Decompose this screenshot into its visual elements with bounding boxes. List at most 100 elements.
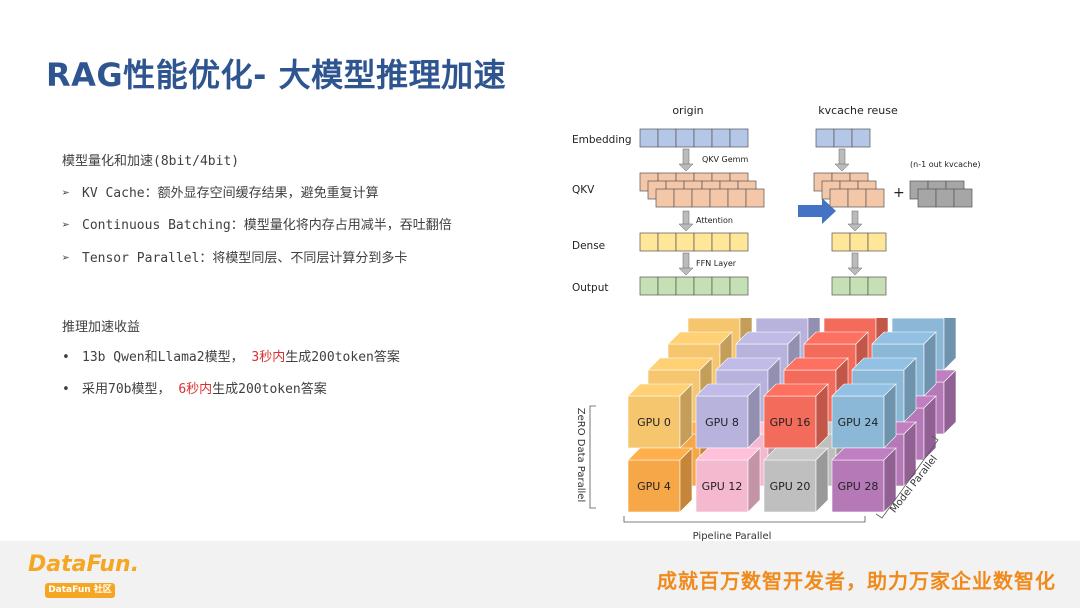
embedding-cell — [833, 128, 853, 148]
qkv-cell — [865, 188, 885, 208]
kvcache-cell — [917, 188, 937, 208]
gpu-block-side — [679, 447, 693, 513]
note-label: (n-1 out kvcache) — [910, 160, 981, 169]
arrow-label-attention: Attention — [696, 216, 733, 225]
kvcache-cell — [953, 188, 973, 208]
down-arrow-icon — [682, 148, 690, 166]
gpu-block-side — [923, 395, 937, 461]
arrow-bullet-icon: ➢ — [62, 218, 70, 233]
arrow-label-ffn: FFN Layer — [696, 259, 737, 268]
datafun-logo: DataFun. — [28, 552, 140, 577]
footer-bar — [0, 541, 1080, 608]
list-item-post: 生成200token答案 — [212, 382, 327, 397]
qkv-cell — [829, 188, 849, 208]
bracket-right — [875, 435, 939, 519]
gpu-label: GPU 16 — [770, 416, 811, 429]
label-zero-data-parallel: ZeRO Data Parallel — [575, 408, 586, 503]
gpu-block-side — [943, 318, 957, 371]
qkv-cell — [673, 188, 693, 208]
gpu-block-side — [943, 369, 957, 435]
output-cell — [711, 276, 731, 296]
list-item-pre: 采用70b模型， — [82, 382, 179, 397]
gpu-block — [763, 395, 817, 449]
list-item-text: Tensor Parallel：将模型同层、不同层计算分到多卡 — [82, 251, 408, 266]
output-cell — [849, 276, 869, 296]
embedding-cell — [711, 128, 731, 148]
bracket-bottom — [623, 516, 866, 523]
row-label-qkv: QKV — [572, 184, 595, 196]
embedding-cell — [675, 128, 695, 148]
dense-cell — [831, 232, 851, 252]
list-item-post: 生成200token答案 — [285, 350, 400, 365]
dense-cell — [639, 232, 659, 252]
qkv-cell — [727, 188, 747, 208]
gpu-label: GPU 24 — [838, 416, 879, 429]
col-origin-label: origin — [672, 104, 703, 117]
kv-cache-diagram: origin kvcache reuse Embedding QKV Dense… — [572, 104, 981, 296]
down-arrow-icon — [678, 163, 694, 172]
down-arrow-icon — [682, 210, 690, 226]
list-item: •采用70b模型， 6秒内生成200token答案 — [62, 378, 327, 397]
down-arrow-icon — [847, 267, 863, 276]
dense-cell — [675, 232, 695, 252]
plus-sign: + — [893, 185, 905, 201]
slide-title: RAG性能优化- 大模型推理加速 — [46, 56, 507, 94]
datafun-logo-badge: DataFun 社区 — [45, 583, 115, 598]
list-item: • 13b Qwen和Llama2模型， 3秒内生成200token答案 — [62, 346, 400, 365]
gpu-block — [695, 459, 749, 513]
gpu-label: GPU 8 — [705, 416, 739, 429]
embedding-cell — [693, 128, 713, 148]
embedding-cell — [729, 128, 749, 148]
gpu-label: GPU 0 — [637, 416, 671, 429]
col-reuse-label: kvcache reuse — [818, 104, 898, 117]
qkv-cell — [655, 188, 675, 208]
qkv-cell — [847, 188, 867, 208]
gpu-label: GPU 12 — [702, 480, 743, 493]
arrow-label-qkv-gemm: QKV Gemm — [702, 155, 748, 164]
section1-heading: 模型量化和加速(8bit/4bit) — [62, 154, 240, 169]
label-pipeline-parallel: Pipeline Parallel — [693, 531, 772, 542]
gpu-block-side — [923, 331, 937, 397]
gpu-block — [763, 459, 817, 513]
gpu-block-side — [903, 421, 917, 487]
arrow-bullet-icon: ➢ — [62, 251, 70, 266]
down-arrow-icon — [847, 223, 863, 232]
highlight-text: 3秒内 — [251, 350, 286, 365]
down-arrow-icon — [834, 163, 850, 172]
gpu-block-side — [883, 447, 897, 513]
embedding-cell — [657, 128, 677, 148]
highlight-text: 6秒内 — [178, 382, 213, 397]
gpu-block-side — [883, 383, 897, 449]
section2-heading: 推理加速收益 — [62, 320, 141, 335]
list-item: ➢ Tensor Parallel：将模型同层、不同层计算分到多卡 — [62, 247, 407, 266]
gpu-block-side — [815, 383, 829, 449]
embedding-cell — [851, 128, 871, 148]
gpu-block-side — [679, 383, 693, 449]
dense-cell — [693, 232, 713, 252]
list-item-pre: 13b Qwen和Llama2模型， — [82, 350, 252, 365]
gpu-label: GPU 28 — [838, 480, 879, 493]
dot-bullet-icon: • — [62, 350, 70, 365]
gpu-block — [627, 395, 681, 449]
footer-slogan: 成就百万数智开发者，助力万家企业数智化 — [657, 569, 1056, 593]
output-cell — [867, 276, 887, 296]
output-cell — [831, 276, 851, 296]
qkv-cell — [745, 188, 765, 208]
output-cell — [729, 276, 749, 296]
output-cell — [657, 276, 677, 296]
dense-cell — [729, 232, 749, 252]
list-item-text: Continuous Batching：模型量化将内存占用减半，吞吐翻倍 — [82, 218, 452, 233]
output-cell — [675, 276, 695, 296]
row-label-embedding: Embedding — [572, 134, 632, 146]
down-arrow-icon — [678, 223, 694, 232]
output-cell — [693, 276, 713, 296]
list-item-text: KV Cache：额外显存空间缓存结果，避免重复计算 — [82, 186, 379, 201]
right-arrow-icon — [798, 198, 836, 224]
list-item: ➢ Continuous Batching：模型量化将内存占用减半，吞吐翻倍 — [62, 214, 452, 233]
output-cell — [639, 276, 659, 296]
gpu-block-side — [747, 447, 761, 513]
gpu-block-side — [747, 383, 761, 449]
list-item: ➢KV Cache：额外显存空间缓存结果，避免重复计算 — [62, 182, 379, 201]
row-label-output: Output — [572, 282, 608, 294]
dense-cell — [711, 232, 731, 252]
